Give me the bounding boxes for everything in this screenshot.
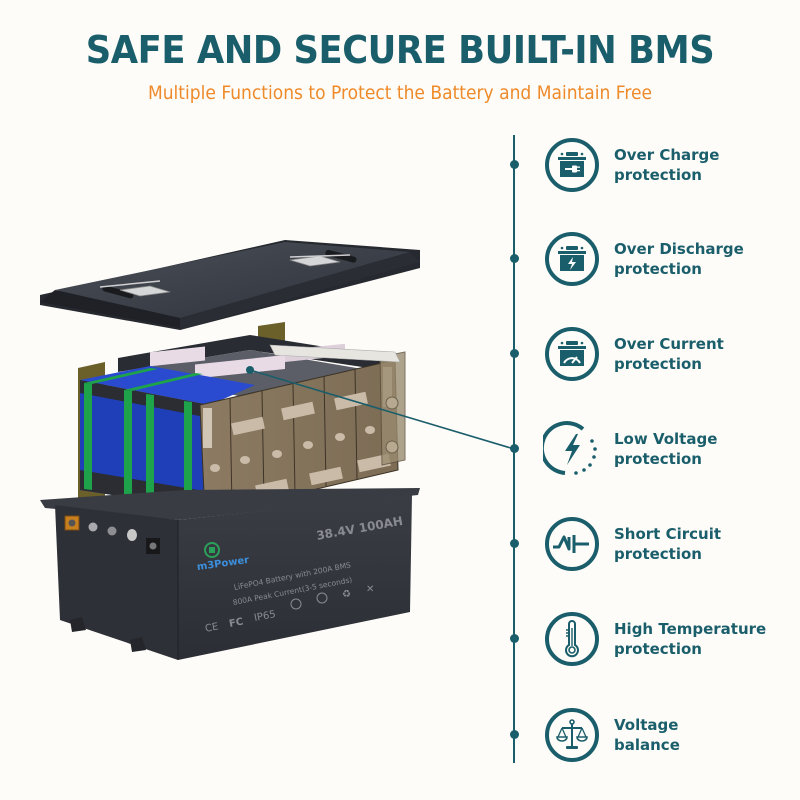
feature-over-charge: Over Charge protection	[540, 136, 800, 198]
timeline-dot	[509, 634, 519, 643]
cert-fc: FC	[228, 616, 244, 630]
battery-gauge-icon	[545, 327, 599, 381]
timeline-dot	[509, 444, 519, 453]
timeline-dot	[509, 254, 519, 263]
low-voltage-bolt-icon	[543, 421, 597, 475]
feature-title: High Temperature	[614, 620, 767, 638]
page-title: SAFE AND SECURE BUILT-IN BMS	[85, 28, 715, 72]
feature-title: Low Voltage	[614, 430, 718, 448]
battery-lid	[40, 240, 420, 330]
feature-subtitle: protection	[614, 260, 702, 278]
battery-case	[40, 488, 420, 660]
battery-exploded-illustration: m3Power 38.4V 100AH LiFePO4 Battery with…	[40, 240, 420, 660]
balance-scale-icon	[545, 708, 599, 762]
timeline-dot	[509, 349, 519, 358]
port-rs485	[127, 529, 137, 541]
feature-subtitle: protection	[614, 166, 702, 184]
battery-bolt-icon	[545, 232, 599, 286]
cert-ce: CE	[204, 621, 219, 634]
short-circuit-icon	[545, 517, 599, 571]
feature-subtitle: balance	[614, 736, 680, 754]
feature-title: Short Circuit	[614, 525, 722, 543]
timeline-dot	[509, 730, 519, 739]
port-can	[107, 526, 117, 536]
feature-short-circuit: Short Circuit protection	[540, 515, 800, 577]
feature-title: Voltage	[614, 716, 679, 734]
weee-bin-icon: ✕	[366, 584, 374, 595]
cell-pack	[78, 322, 406, 516]
feature-high-temperature: High Temperature protection	[540, 610, 800, 672]
timeline-dot	[509, 539, 519, 548]
recycle-icon: ♻	[342, 589, 351, 600]
thermometer-icon	[545, 612, 599, 666]
feature-subtitle: protection	[614, 355, 702, 373]
feature-voltage-balance: Voltage balance	[540, 706, 800, 768]
lid-handle-left	[99, 280, 171, 299]
feature-title: Over Discharge	[614, 240, 744, 258]
feature-subtitle: protection	[614, 640, 702, 658]
cert-ip65: IP65	[253, 609, 276, 624]
port-power	[88, 522, 98, 532]
timeline-dot	[509, 160, 519, 169]
feature-subtitle: protection	[614, 545, 702, 563]
feature-over-current: Over Current protection	[540, 325, 800, 387]
battery-plug-icon	[545, 138, 599, 192]
battery-ports	[64, 515, 160, 554]
feature-subtitle: protection	[614, 450, 702, 468]
cert-check-icon	[290, 598, 302, 610]
feature-title: Over Charge	[614, 146, 720, 164]
feature-low-voltage: Low Voltage protection	[540, 420, 800, 482]
feature-over-discharge: Over Discharge protection	[540, 230, 800, 292]
cert-lambda-icon	[316, 592, 328, 604]
lid-handle-right	[289, 249, 357, 267]
page-subtitle: Multiple Functions to Protect the Batter…	[147, 82, 653, 104]
feature-title: Over Current	[614, 335, 724, 353]
